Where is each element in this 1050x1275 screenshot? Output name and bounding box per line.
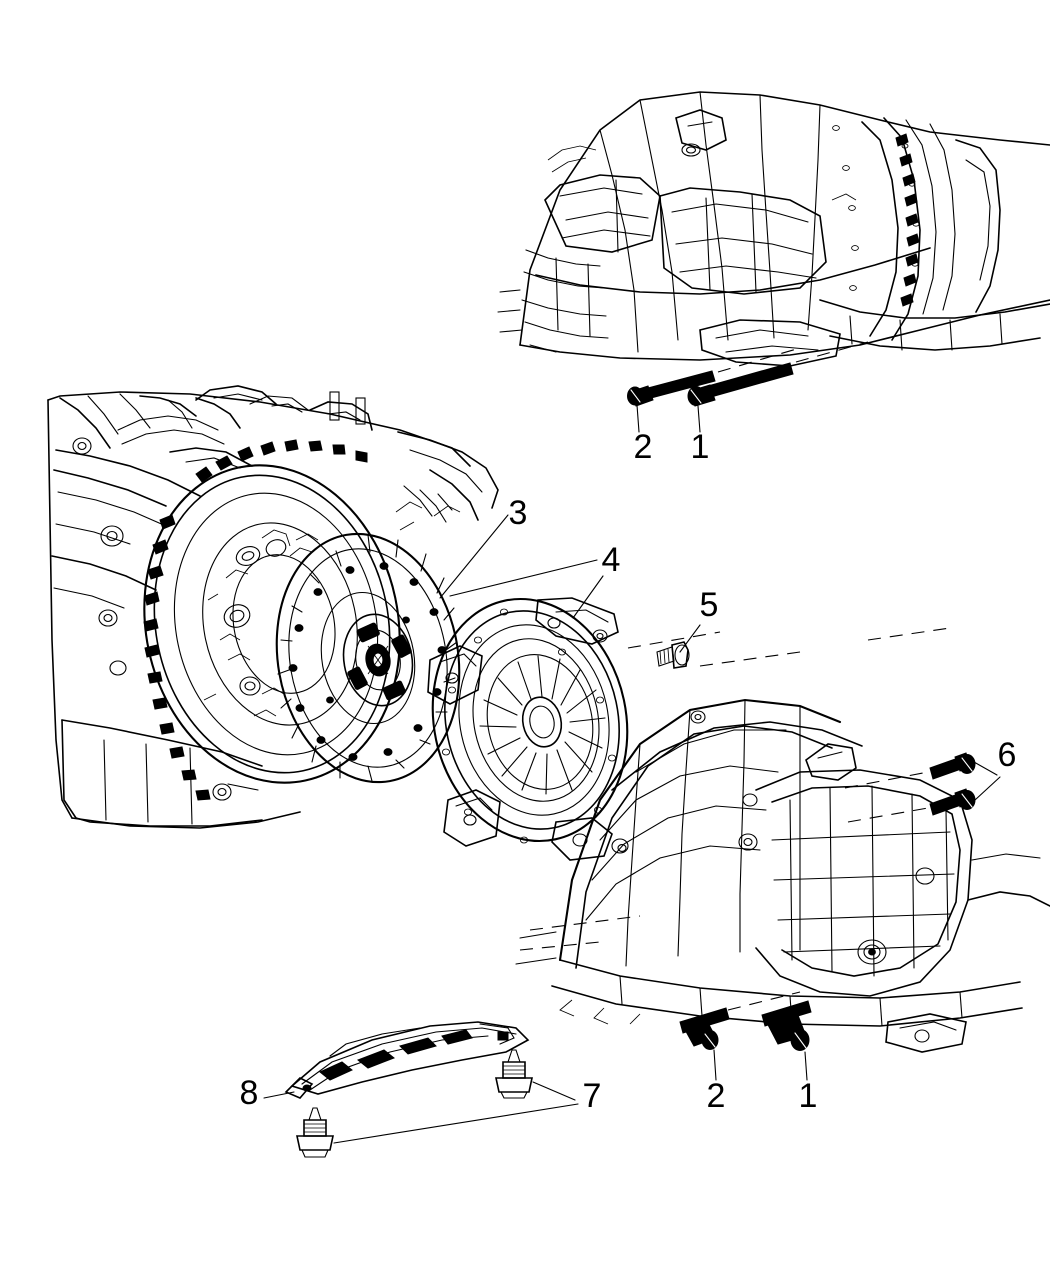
- callout-number-2-upper: 2: [634, 428, 653, 466]
- leader-line: [713, 1049, 717, 1081]
- bell-housing-bolt-long-upper: [687, 362, 794, 407]
- callout-number-8: 8: [240, 1074, 259, 1112]
- callout-number-1-lower: 1: [799, 1077, 818, 1115]
- callout-number-7: 7: [583, 1077, 602, 1115]
- engine-block: [47, 385, 499, 829]
- leader-line: [439, 514, 509, 599]
- leader-line: [572, 575, 604, 619]
- leader-line: [804, 1051, 808, 1081]
- pressure-plate-bolt: [656, 641, 690, 669]
- callout-number-4: 4: [602, 541, 621, 579]
- pressure-plate: [427, 597, 629, 861]
- callout-number-1-upper: 1: [691, 428, 710, 466]
- leader-line: [974, 776, 1001, 801]
- leader-line: [532, 1081, 576, 1101]
- callout-number-3: 3: [509, 494, 528, 532]
- transmission-upper: [497, 91, 1050, 367]
- callout-number-2-lower: 2: [707, 1077, 726, 1115]
- callout-number-6: 6: [998, 736, 1017, 774]
- leader-line: [449, 559, 598, 597]
- callout-number-5: 5: [700, 586, 719, 624]
- leader-line: [679, 624, 701, 653]
- leader-line: [636, 404, 640, 433]
- bell-housing-bolt-short-upper: [627, 370, 716, 407]
- bell-housing-bolt-short-lower: [679, 1007, 730, 1050]
- flywheel: [143, 439, 401, 801]
- leader-line: [263, 1091, 295, 1099]
- bracket-studs: [296, 1049, 533, 1158]
- clutch-disc: [275, 532, 461, 784]
- leader-line: [697, 405, 701, 433]
- support-bracket: [284, 1021, 530, 1099]
- bell-housing-bolt-long-lower: [761, 1000, 812, 1051]
- leader-line: [333, 1103, 579, 1144]
- leader-line: [973, 761, 998, 776]
- transmission-lower: [515, 698, 1050, 1053]
- transmission-mount-bolts: [929, 752, 976, 816]
